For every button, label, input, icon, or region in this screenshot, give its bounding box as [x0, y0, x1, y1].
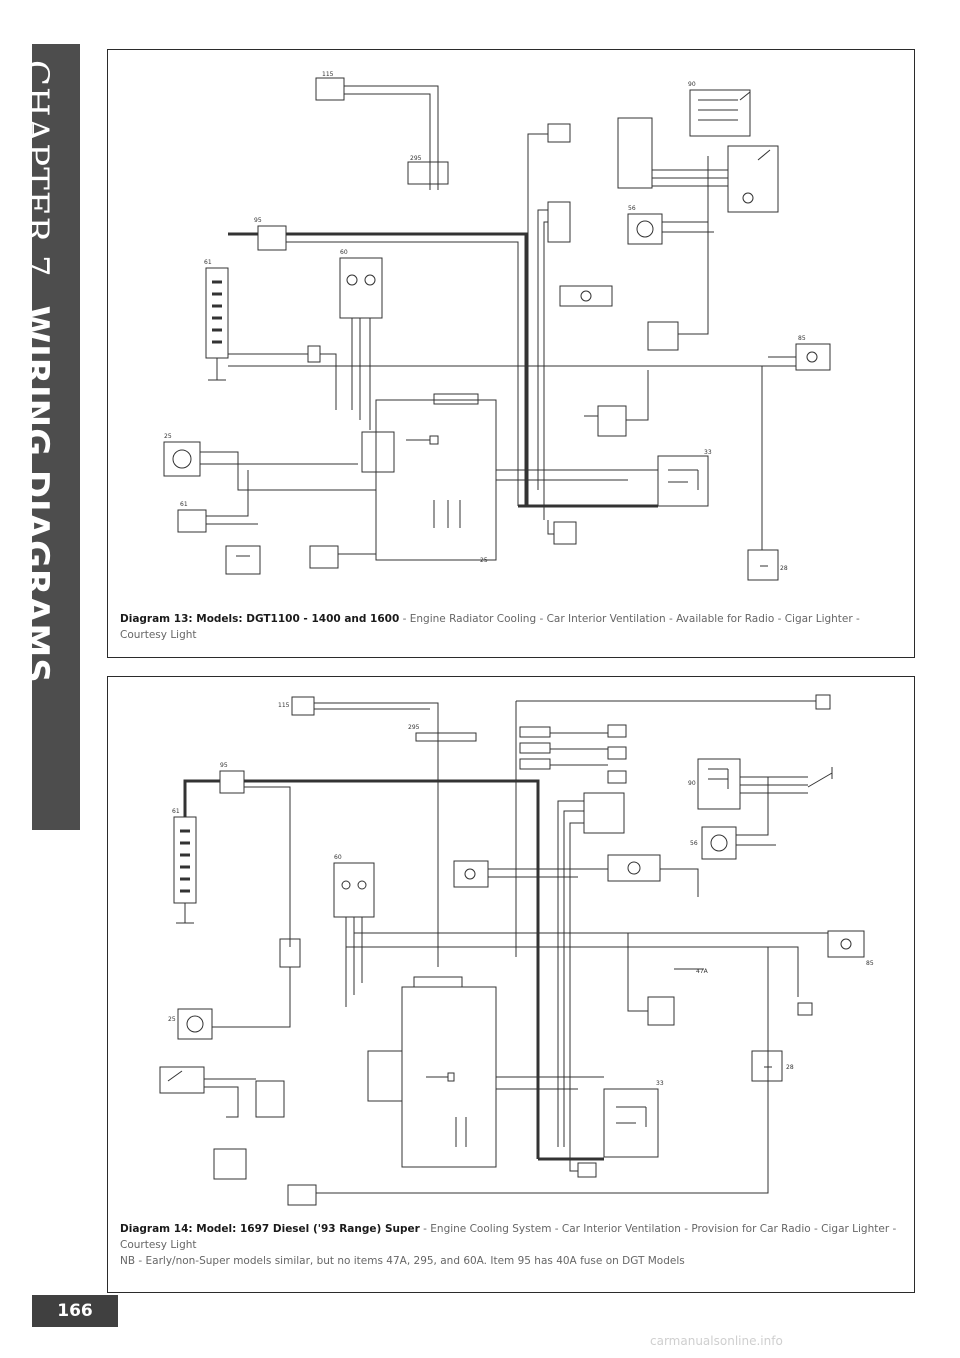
diagram-13-text-9: 56 [628, 205, 636, 212]
diagram-13-text-6: 25 [164, 433, 172, 440]
chapter-title: WIRING DIAGRAMS [16, 305, 56, 684]
diagram-14-text-7: 90 [688, 780, 696, 787]
diagram-13-text-3: 61 [204, 259, 212, 266]
diagram-14-text-2: 295 [408, 724, 420, 731]
diagram-14-text-9: 85 [866, 960, 874, 967]
diagram-13-text-11: 33 [704, 449, 712, 456]
diagram-13-caption-title: Diagram 13: Models: DGT1100 - 1400 and 1… [120, 613, 400, 625]
diagram-14-text-12: 47A [696, 968, 709, 975]
diagram-13-caption-text: - Engine Radiator Cooling - Car Interior… [120, 613, 860, 641]
page-number: 166 [32, 1295, 118, 1327]
diagram-14-panel: 115 295 61 95 60 25 90 56 85 33 28 47A D… [107, 676, 915, 1293]
diagram-14-text-8: 56 [690, 840, 698, 847]
diagram-14-text-11: 28 [786, 1064, 794, 1071]
diagram-13-text-5: 60 [340, 249, 348, 256]
diagram-14-text-1: 115 [278, 702, 290, 709]
diagram-13-text-13: 25 [480, 557, 488, 564]
wiring-diagram-13: 115 295 61 95 60 25 61 90 56 85 33 28 25 [163, 71, 831, 581]
wiring-diagram-14: 115 295 61 95 60 25 90 56 85 33 28 47A [159, 694, 874, 1206]
diagram-14-text-10: 33 [656, 1080, 664, 1087]
diagram-13-text-8: 90 [688, 81, 696, 88]
diagram-14-note: NB - Early/non-Super models similar, but… [120, 1255, 685, 1267]
diagram-13-text-10: 85 [798, 335, 806, 342]
diagram-13-text-7: 61 [180, 501, 188, 508]
diagram-14-caption: Diagram 14: Model: 1697 Diesel ('93 Rang… [120, 1221, 902, 1269]
chapter-side-tab-text: CHAPTER 7 WIRING DIAGRAMS [16, 60, 56, 684]
diagram-13-text-1: 115 [322, 71, 334, 78]
diagram-14-text-3: 61 [172, 808, 180, 815]
diagram-13-text-12: 28 [780, 565, 788, 572]
chapter-label: CHAPTER 7 [16, 60, 56, 278]
watermark: carmanualsonline.info [650, 1334, 783, 1348]
diagram-13-panel: 115 295 61 95 60 25 61 90 56 85 33 28 25… [107, 49, 915, 658]
diagram-14-text-6: 25 [168, 1016, 176, 1023]
diagram-14-caption-text: - Engine Cooling System - Car Interior V… [120, 1223, 897, 1251]
diagram-14-text-4: 95 [220, 762, 228, 769]
diagram-13-text-2: 295 [410, 155, 422, 162]
diagram-14-text-5: 60 [334, 854, 342, 861]
diagram-13-caption: Diagram 13: Models: DGT1100 - 1400 and 1… [120, 611, 902, 643]
diagram-14-caption-title: Diagram 14: Model: 1697 Diesel ('93 Rang… [120, 1223, 420, 1235]
diagram-13-text-4: 95 [254, 217, 262, 224]
chapter-side-tab [32, 44, 80, 830]
